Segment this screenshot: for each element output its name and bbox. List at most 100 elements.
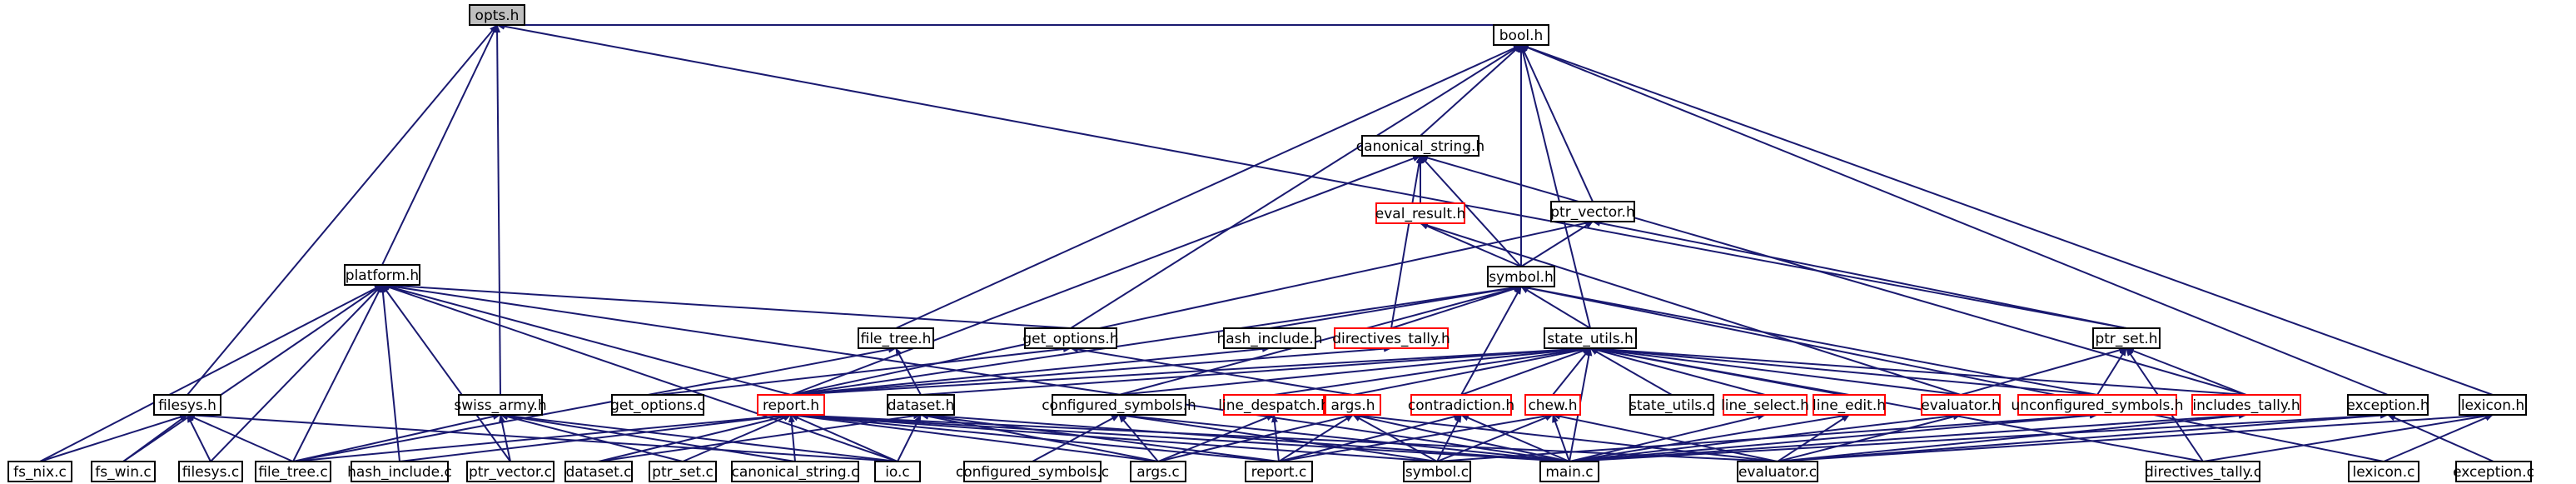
node-label: directives_tally.h <box>1332 331 1450 347</box>
node-label: report.h <box>763 397 819 414</box>
node-ptr-set-h[interactable]: ptr_set.h <box>2092 327 2161 349</box>
node-get-options-c[interactable]: get_options.c <box>610 394 705 416</box>
node-file-tree-h[interactable]: file_tree.h <box>858 327 934 349</box>
edge-get-options-h-to-bool-h <box>1070 44 1522 329</box>
node-args-c[interactable]: args.c <box>1130 461 1186 482</box>
node-eval-result-h[interactable]: eval_result.h <box>1375 202 1465 224</box>
node-box <box>351 461 449 482</box>
edge-fs-nix-c-to-platform-h <box>39 284 383 462</box>
node-evaluator-c[interactable]: evaluator.c <box>1737 461 1818 482</box>
node-state-utils-c[interactable]: state_utils.c <box>1629 394 1714 416</box>
node-label: exception.h <box>2346 397 2429 414</box>
edge-report-h-to-platform-h <box>381 283 792 396</box>
node-state-utils-h[interactable]: state_utils.h <box>1544 327 1637 349</box>
node-lexicon-h[interactable]: lexicon.h <box>2459 394 2527 416</box>
edge-args-h-to-state-utils-h <box>1352 346 1591 396</box>
node-box <box>1403 461 1471 482</box>
node-box <box>2146 461 2260 482</box>
node-box <box>874 461 921 482</box>
edge-canonical-string-c-to-swiss-army-h <box>500 412 796 462</box>
node-label: filesys.c <box>182 464 239 481</box>
edge-hash-include-c-to-report-h <box>399 412 792 462</box>
edge-symbol-c-to-configured-symbols-h <box>1118 412 1438 462</box>
node-lexicon-c[interactable]: lexicon.c <box>2348 461 2419 482</box>
node-label: line_edit.h <box>1813 397 1886 414</box>
node-main-c[interactable]: main.c <box>1539 461 1599 482</box>
node-line-despatch-h[interactable]: line_despatch.h <box>1218 394 1330 416</box>
node-label: opts.h <box>475 7 520 24</box>
node-io-c[interactable]: io.c <box>874 461 921 482</box>
node-line-edit-h[interactable]: line_edit.h <box>1813 394 1886 416</box>
node-swiss-army-h[interactable]: swiss_army.h <box>454 394 547 416</box>
edge-configured-symbols-c-to-configured-symbols-h <box>1032 414 1120 462</box>
node-report-c[interactable]: report.c <box>1245 461 1313 482</box>
node-box <box>611 394 704 416</box>
edge-main-c-to-exception-h <box>1569 412 2389 462</box>
node-dataset-c[interactable]: dataset.c <box>564 461 633 482</box>
node-filesys-c[interactable]: filesys.c <box>178 461 243 482</box>
node-chew-h[interactable]: chew.h <box>1524 394 1581 416</box>
node-contradiction-h[interactable]: contradiction.h <box>1408 394 1514 416</box>
node-dataset-h[interactable]: dataset.h <box>887 394 955 416</box>
edge-ptr-set-c-to-report-h <box>682 414 792 462</box>
node-hash-include-h[interactable]: hash_include.h <box>1216 327 1323 349</box>
node-hash-include-c[interactable]: hash_include.c <box>347 461 452 482</box>
node-ptr-vector-h[interactable]: ptr_vector.h <box>1550 201 1635 222</box>
node-includes-tally-h[interactable]: includes_tally.h <box>2191 394 2301 416</box>
edge-contradiction-h-to-state-utils-h <box>1460 347 1591 396</box>
node-unconfigured-symbols-h[interactable]: unconfigured_symbols.h <box>2011 394 2184 416</box>
node-box <box>1493 24 1549 46</box>
node-symbol-h[interactable]: symbol.h <box>1487 266 1555 287</box>
node-fs-nix-c[interactable]: fs_nix.c <box>7 461 72 482</box>
node-box <box>2459 394 2527 416</box>
node-label: args.h <box>1331 397 1375 414</box>
node-label: hash_include.c <box>347 464 452 481</box>
node-canonical-string-h[interactable]: canonical_string.h <box>1356 135 1484 157</box>
edge-lexicon-h-to-bool-h <box>1520 44 2494 396</box>
node-file-tree-c[interactable]: file_tree.c <box>255 461 331 482</box>
node-label: contradiction.h <box>1408 397 1514 414</box>
node-box <box>91 461 156 482</box>
node-label: dataset.h <box>888 397 954 414</box>
node-report-h[interactable]: report.h <box>757 394 825 416</box>
edge-ptr-vector-c-to-swiss-army-h <box>498 414 511 462</box>
node-ptr-vector-c[interactable]: ptr_vector.c <box>466 461 554 482</box>
node-platform-h[interactable]: platform.h <box>344 264 420 286</box>
edge-report-h-to-state-utils-h <box>790 345 1591 396</box>
edge-dataset-c-to-report-h <box>598 413 792 462</box>
edge-args-h-to-get-options-h <box>1070 346 1354 396</box>
node-get-options-h[interactable]: get_options.h <box>1022 327 1119 349</box>
node-symbol-c[interactable]: symbol.c <box>1403 461 1471 482</box>
node-line-select-h[interactable]: line_select.h <box>1721 394 1809 416</box>
node-ptr-set-c[interactable]: ptr_set.c <box>649 461 717 482</box>
edge-ptr-vector-c-to-platform-h <box>381 284 511 462</box>
edge-fs-win-c-to-filesys-h <box>122 414 188 462</box>
node-fs-win-c[interactable]: fs_win.c <box>91 461 156 482</box>
node-bool-h[interactable]: bool.h <box>1493 24 1549 46</box>
node-directives-tally-c[interactable]: directives_tally.c <box>2145 461 2261 482</box>
edge-get-options-c-to-get-options-h <box>657 346 1072 396</box>
node-box <box>2092 327 2161 349</box>
node-args-h[interactable]: args.h <box>1325 394 1381 416</box>
edge-report-c-to-contradiction-h <box>1278 413 1462 462</box>
node-directives-tally-h[interactable]: directives_tally.h <box>1332 327 1450 349</box>
edge-file-tree-c-to-report-h <box>292 412 792 462</box>
edge-io-c-to-swiss-army-h <box>500 412 898 462</box>
edge-contradiction-h-to-symbol-h <box>1460 286 1522 396</box>
node-configured-symbols-h[interactable]: configured_symbols.h <box>1042 394 1196 416</box>
edge-args-c-to-args-h <box>1157 413 1354 462</box>
node-label: directives_tally.c <box>2145 464 2261 481</box>
node-evaluator-h[interactable]: evaluator.h <box>1921 394 2001 416</box>
node-configured-symbols-c[interactable]: configured_symbols.c <box>956 461 1109 482</box>
node-canonical-string-c[interactable]: canonical_string.c <box>731 461 859 482</box>
edge-report-c-to-args-h <box>1278 414 1354 462</box>
edge-report-h-to-directives-tally-h <box>790 345 1392 396</box>
node-filesys-h[interactable]: filesys.h <box>153 394 221 416</box>
node-exception-h[interactable]: exception.h <box>2346 394 2429 416</box>
node-opts-h[interactable]: opts.h <box>469 4 525 26</box>
node-exception-c[interactable]: exception.c <box>2453 461 2534 482</box>
edge-ptr-vector-h-to-bool-h <box>1520 44 1594 202</box>
edge-report-c-to-chew-h <box>1278 412 1554 462</box>
edge-symbol-h-to-ptr-vector-h <box>1520 221 1594 267</box>
node-label: evaluator.h <box>1921 397 2001 414</box>
